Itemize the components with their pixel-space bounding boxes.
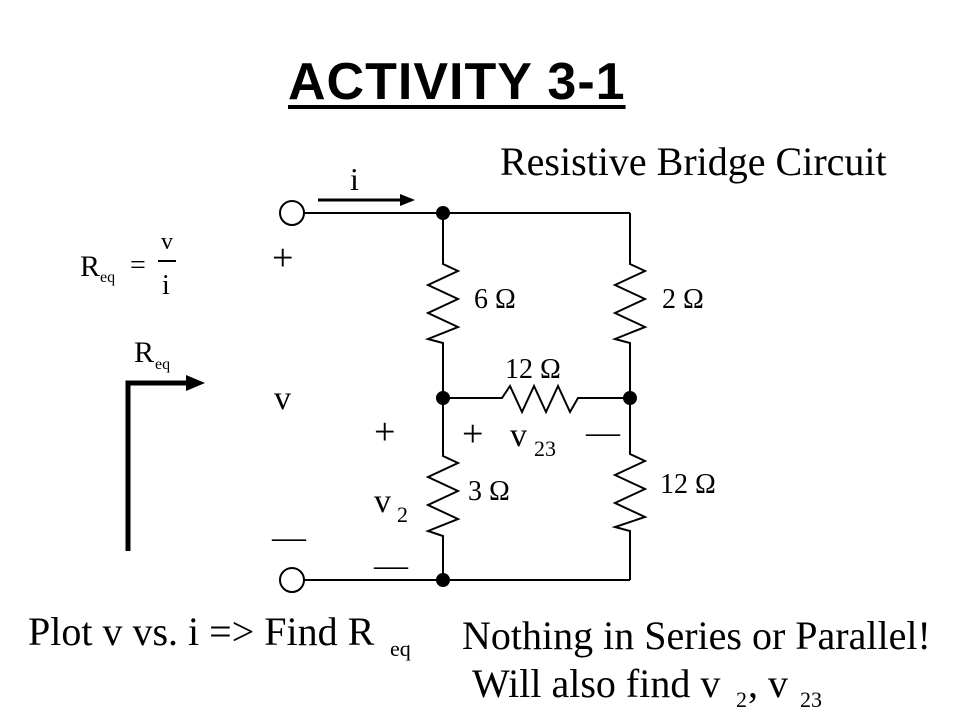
v2-minus: — bbox=[373, 547, 409, 584]
source-minus: — bbox=[271, 519, 307, 556]
source-voltage-label: v bbox=[274, 380, 291, 417]
resistor-2-label: 2 Ω bbox=[662, 284, 704, 315]
circuit-nodes bbox=[436, 206, 637, 587]
v2-plus: + bbox=[374, 411, 395, 453]
resistor-12-ohm-bridge bbox=[496, 383, 586, 415]
resistor-2-ohm bbox=[611, 258, 648, 345]
v23-main: v bbox=[510, 417, 527, 454]
node-bottom bbox=[436, 573, 450, 587]
source-plus: + bbox=[272, 237, 293, 279]
current-arrow-head bbox=[400, 194, 415, 206]
resistor-6-ohm bbox=[424, 258, 461, 345]
node-top bbox=[436, 206, 450, 220]
req-formula: R eq = v i bbox=[80, 229, 176, 301]
will-find-text: Will also find v bbox=[472, 661, 720, 706]
resistor-6-label: 6 Ω bbox=[474, 284, 516, 315]
bottom-terminal bbox=[279, 567, 305, 593]
resistor-3-ohm bbox=[425, 450, 461, 538]
resistor-12-ohm-bottom bbox=[611, 448, 648, 532]
req-formula-sub: eq bbox=[100, 269, 115, 286]
req-formula-denominator: i bbox=[162, 270, 170, 301]
top-terminal bbox=[279, 200, 305, 226]
req-formula-equals: = bbox=[130, 250, 146, 281]
resistor-12-bottom-label: 12 Ω bbox=[660, 469, 716, 500]
plot-text: Plot v vs. i => Find R bbox=[28, 609, 375, 654]
v2-sub: 2 bbox=[397, 502, 408, 527]
v23-minus: — bbox=[585, 414, 621, 451]
resistor-3-label: 3 Ω bbox=[468, 476, 510, 507]
nothing-text: Nothing in Series or Parallel! bbox=[462, 613, 931, 658]
req-arrow bbox=[125, 380, 190, 551]
current-label: i bbox=[350, 161, 359, 197]
node-left-middle bbox=[436, 391, 450, 405]
v23-sub: 23 bbox=[534, 436, 556, 461]
circuit-wires bbox=[304, 212, 631, 581]
req-arrow-label-sub: eq bbox=[155, 356, 170, 373]
will-find-v2-sub: 2 bbox=[736, 687, 747, 712]
slide-title: ACTIVITY 3-1 bbox=[288, 53, 626, 111]
plot-sub: eq bbox=[390, 636, 411, 661]
resistor-12-bridge-label: 12 Ω bbox=[505, 354, 561, 385]
v2-main: v bbox=[374, 483, 391, 520]
v23-plus: + bbox=[462, 413, 483, 455]
will-find-v23-sub: 23 bbox=[800, 687, 822, 712]
req-formula-r: R bbox=[80, 250, 100, 283]
req-arrow-label-r: R bbox=[134, 336, 154, 369]
req-arrow-head bbox=[186, 375, 205, 391]
will-find-comma: , v bbox=[748, 661, 788, 706]
circuit-title: Resistive Bridge Circuit bbox=[500, 139, 887, 184]
req-formula-numerator: v bbox=[161, 229, 173, 255]
node-right-middle bbox=[623, 391, 637, 405]
